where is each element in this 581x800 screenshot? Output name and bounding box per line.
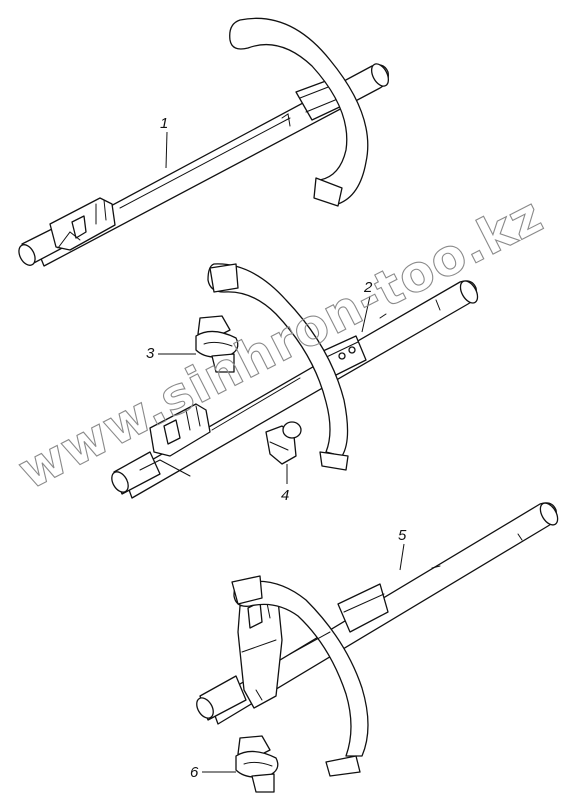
callout-6-label: 6 [190,764,199,781]
callout-5-label: 5 [398,527,407,544]
pin-clip-6 [235,735,279,793]
callout-4-label: 4 [281,487,289,504]
callout-2: 2 [361,279,373,333]
shift-rod-assembly-5 [196,502,559,777]
callout-1: 1 [160,115,168,169]
callout-2-label: 2 [363,279,373,296]
bolt-plug-4 [265,421,302,465]
callout-3-label: 3 [146,345,155,362]
callout-3: 3 [146,345,196,362]
shift-rod-assembly-1 [18,17,390,267]
pin-clip-3 [195,315,239,373]
shift-rod-assembly-2 [111,263,479,499]
callout-5: 5 [398,527,407,571]
callout-1-label: 1 [160,115,168,132]
callout-6: 6 [190,764,236,781]
callout-4: 4 [281,464,289,504]
